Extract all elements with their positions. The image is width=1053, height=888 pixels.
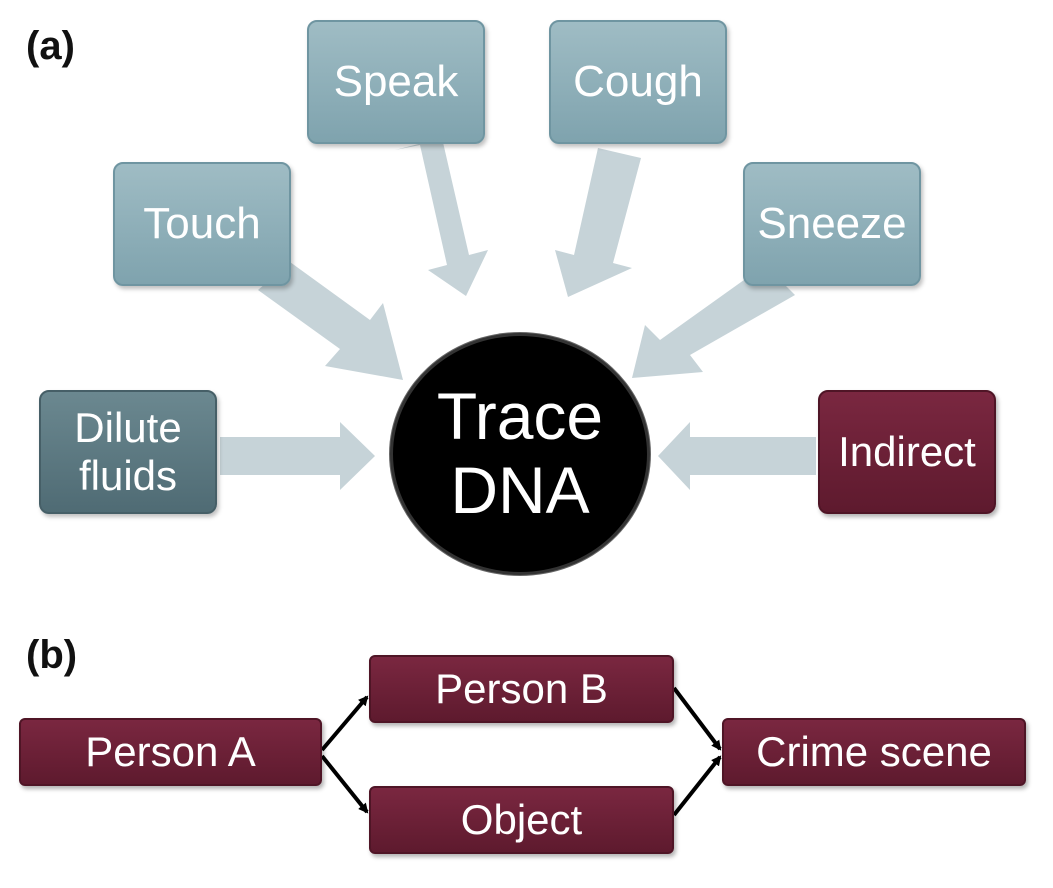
speak-label: Speak (333, 56, 459, 106)
speak-box: Speak (307, 20, 485, 144)
cough-box: Cough (549, 20, 727, 144)
sneeze-box: Sneeze (743, 162, 921, 286)
arrow-a-to-object (320, 754, 369, 814)
indirect-label: Indirect (838, 427, 976, 475)
person-a-label: Person A (85, 727, 256, 775)
arrow-b-to-crime (672, 686, 722, 751)
dilute-label-line1: Dilute (74, 403, 182, 451)
indirect-box: Indirect (818, 390, 996, 514)
sneeze-arrow (632, 265, 795, 378)
dilute-label-line2: fluids (78, 452, 178, 499)
crime-scene-box: Crime scene (722, 718, 1026, 786)
person-a-box: Person A (19, 718, 322, 786)
arrow-a-to-b (320, 695, 369, 752)
touch-label: Touch (143, 198, 261, 248)
touch-arrow (258, 262, 403, 380)
panel-b-label: (b) (26, 633, 78, 677)
object-label: Object (460, 795, 583, 843)
person-b-label: Person B (435, 664, 608, 712)
cough-label: Cough (573, 56, 703, 106)
trace-dna-circle: Trace DNA (390, 333, 650, 575)
sneeze-label: Sneeze (757, 198, 907, 248)
person-b-box: Person B (369, 655, 674, 723)
speak-arrow (395, 138, 488, 296)
touch-box: Touch (113, 162, 291, 286)
object-box: Object (369, 786, 674, 854)
arrow-object-to-crime (672, 755, 722, 817)
trace-dna-line1: Trace (436, 379, 604, 454)
indirect-arrow (658, 422, 816, 490)
panel-a-label: (a) (26, 24, 75, 68)
trace-dna-line2: DNA (450, 453, 590, 527)
crime-scene-label: Crime scene (756, 727, 992, 775)
cough-arrow (555, 148, 641, 297)
dilute-fluids-box: Dilute fluids (39, 390, 217, 514)
dilute-arrow (220, 422, 375, 490)
